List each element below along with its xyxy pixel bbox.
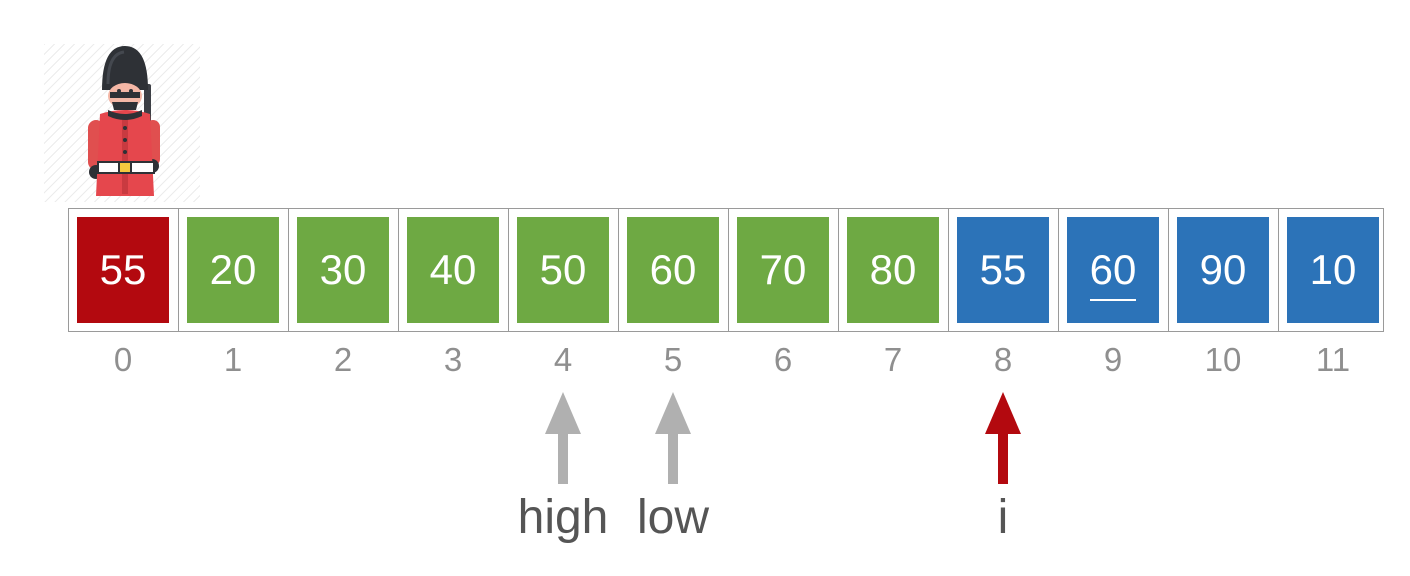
index-label: 2 [333,341,353,378]
cell-divider [288,208,398,332]
index-label: 8 [993,341,1013,378]
cell-value: 20 [209,246,257,293]
index-label: 9 [1103,341,1123,378]
array-cell: 10 [1287,217,1379,323]
cell-value: 60 [1089,246,1137,301]
cell-value: 80 [869,246,917,293]
cell-value: 90 [1199,246,1247,293]
array-cell: 90 [1177,217,1269,323]
pointer-label: low [636,491,710,544]
cell-divider [618,208,728,332]
cell-value: 40 [429,246,477,293]
cell-value: 60 [649,246,697,293]
pointer-arrow-icon [545,392,581,484]
pointer-arrow-icon [655,392,691,484]
index-label: 11 [1315,341,1351,378]
cell-divider [398,208,508,332]
cell-value: 50 [539,246,587,293]
cell-divider [728,208,838,332]
cell-divider [948,208,1058,332]
pointer-label: high [517,491,609,544]
cell-divider [508,208,618,332]
array-cell: 80 [847,217,939,323]
cell-value: 30 [319,246,367,293]
array-cell: 55 [957,217,1049,323]
array-cell: 70 [737,217,829,323]
cell-divider [1168,208,1278,332]
cell-divider [178,208,288,332]
cell-value: 70 [759,246,807,293]
index-label: 3 [443,341,463,378]
array-cell: 30 [297,217,389,323]
array-cell: 60 [627,217,719,323]
pointer-label: i [997,491,1009,544]
array-cell: 20 [187,217,279,323]
cell-divider [1058,208,1168,332]
index-label: 1 [223,341,243,378]
array-frame [68,208,1384,332]
index-label: 10 [1204,341,1242,378]
pointer-arrow-icon [985,392,1021,484]
array-cell: 60 [1067,217,1159,323]
array-cell: 55 [77,217,169,323]
index-label: 6 [773,341,793,378]
index-label: 4 [553,341,573,378]
cell-value: 55 [99,246,147,293]
cell-value: 10 [1309,246,1357,293]
guard-illustration [44,44,200,202]
index-label: 7 [883,341,903,378]
array-cell: 50 [517,217,609,323]
cell-divider [1278,208,1388,332]
cell-divider [838,208,948,332]
index-label: 0 [113,341,133,378]
cell-value: 55 [979,246,1027,293]
array-cell: 40 [407,217,499,323]
index-label: 5 [663,341,683,378]
royal-guard-icon [88,46,160,196]
